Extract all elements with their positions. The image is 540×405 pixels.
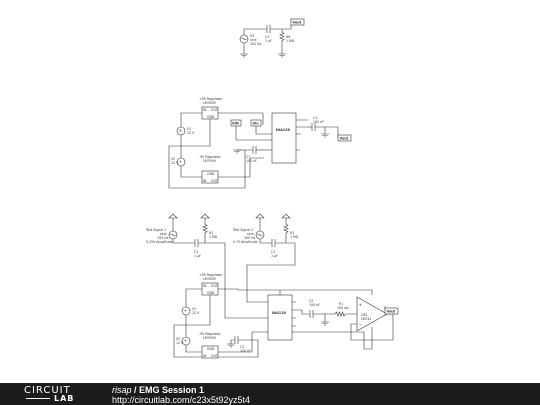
c2-v1-name: V1 [187,127,191,131]
c3-c1-name: C1 [194,250,198,254]
reg-pin-gnd: GND [207,115,215,119]
c3-v2-val: 12 V [176,341,184,345]
c2-reg2-part: LM7909 [203,159,216,163]
c2-reg1-title: +9V Regulator [199,97,223,101]
c3-sig1-freq: 100 Hz [157,236,168,240]
c3-reg1-part: LM7809 [203,277,216,281]
reg-pin-out: OUT [211,108,218,112]
c3-vout-flag: Vout [387,309,396,313]
c3-sig1-title: Test Signal 1 [145,228,166,232]
c3-c3-name: C2 [309,299,313,303]
reg2-pin-in: IN [203,179,207,183]
c2-reg2-title: -9V Regulator [199,155,221,159]
c3-r1-val: 1 MΩ [209,235,218,239]
c3-opamp[interactable] [356,296,388,332]
c2-v2-val: 12 V [171,161,179,165]
c3-sig1-amp: 0.25V Amplitude [146,240,173,244]
c3-c1-val: 1 µF [194,254,201,258]
reg-pin-in: IN [203,108,207,112]
c2-ina126-label: INA126 [276,128,290,132]
c3-reg1-pin-in: IN [203,284,207,288]
c3-c2-val: 1 µF [271,254,278,258]
circuitlab-logo[interactable]: CIRCUIT LAB [24,385,94,403]
c3-value: 1 µF [265,39,272,43]
c3-reg1-title: +9V Regulator [199,273,223,277]
c3-reg2-title: -9V Regulator [199,332,221,336]
c2-v1-val: 12 V [187,131,195,135]
circuit-url[interactable]: http://circuitlab.com/c23x5t92yz5t4 [112,395,251,405]
c3-c3-val: 100 nF [309,303,320,307]
c3-v2-name: V2 [176,337,180,341]
c3-reg1-pin-out: OUT [211,284,218,288]
c3-ina126-label: INA126 [272,311,286,315]
r6-value: 1 MΩ [286,39,295,43]
circuit-1: V3 sine 100 Hz C3 1 µF R6 1 MΩ Vout [239,18,305,58]
c3-v1-val: 12 V [192,311,200,315]
footer-bar: CIRCUIT LAB risap / EMG Session 1 http:/… [0,383,540,405]
c3-reg2-pin-out: OUT [211,354,218,358]
svg-text:+: + [184,308,187,313]
v3-name: V3 [250,34,254,38]
circuit-title-line: risap / EMG Session 1 [112,385,204,395]
c2-vinp-flag: Vin [253,121,260,125]
c3-sig2-type: sine [247,232,254,236]
logo-trace-icon [26,398,50,399]
c3-reg2-part: LM7909 [203,336,216,340]
c3-sig2-amp: 0.75 Amplitude [233,240,257,244]
svg-text:+: + [179,128,182,133]
c3-r3-val: 100 kΩ [337,306,349,310]
c2-reg1-part: LM7809 [203,101,216,105]
c3-sig2-title: Test Signal 2 [232,228,253,232]
reg2-pin-out: OUT [211,179,218,183]
c2-c4-name: C? [246,155,250,159]
c3-r2-name: R1 [290,231,294,235]
c3-c4-val: 100 nF [240,349,251,353]
c3-opamp-name: OA1 [361,313,368,317]
reg2-pin-gnd: GND [207,172,215,176]
svg-text:+: + [184,338,187,343]
circuit-2: +9V Regulator LM7809 IN OUT GND + V1 12 … [168,97,352,189]
svg-text:−: − [359,322,362,327]
c3-ina126-chip[interactable] [267,294,293,341]
c2-c1-name: C1 [313,116,317,120]
c3-c2-name: C1 [271,250,275,254]
c3-sig1-type: sine [160,232,167,236]
svg-text:+: + [359,302,362,307]
c2-vin-flag: VIN [232,121,239,125]
c3-v1-name: V1 [192,307,196,311]
c2-v2-name: V2 [171,157,175,161]
v3-type: sine [250,38,257,42]
c3-name: C3 [265,35,269,39]
c2-vout-flag: Vout [340,136,349,140]
c3-opamp-part: LM741 [361,317,372,321]
schematic-canvas[interactable]: V3 sine 100 Hz C3 1 µF R6 1 MΩ Vout +9V … [0,0,540,383]
c3-reg2-pin-gnd: GND [207,347,215,351]
c3-r3-name: R1 [339,302,343,306]
logo-text-top: CIRCUIT [24,385,71,396]
c3-c4-name: C2 [240,345,244,349]
c2-c4-val: 100 nF [246,159,257,163]
c3-sig2-freq: 300 Hz [244,236,255,240]
c3-r1-name: R1 [209,231,213,235]
c3-reg2-pin-in: IN [203,354,207,358]
circuit-3: Test Signal 1 sine 100 Hz 0.25V Amplitud… [145,213,399,359]
username-link[interactable]: risap [112,385,132,395]
v3-freq: 100 Hz [250,42,261,46]
svg-text:+: + [179,159,182,164]
c2-ina126-chip[interactable] [271,112,297,164]
c1-vout-label: Vout [293,20,302,24]
c3-r2-val: 1 MΩ [290,235,299,239]
c3-reg1-pin-gnd: GND [207,291,215,295]
r6-name: R6 [286,35,290,39]
circuit-title: EMG Session 1 [139,385,205,395]
c2-c1-val: 100 nF [313,120,324,124]
logo-text-bottom: LAB [54,394,75,403]
title-separator: / [131,385,140,395]
